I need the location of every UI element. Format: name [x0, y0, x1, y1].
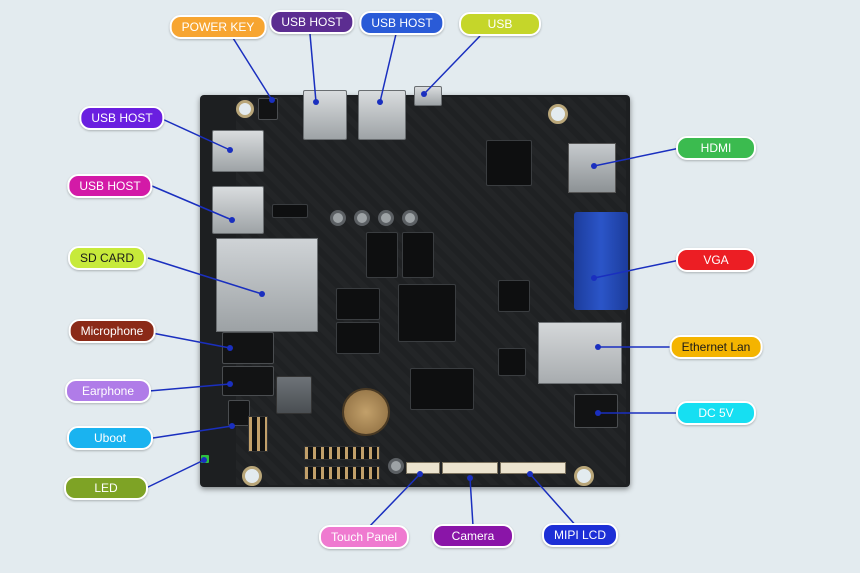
label-camera: Camera — [432, 524, 514, 548]
ethernet-phy-chip — [498, 280, 530, 312]
tactile-button-4 — [402, 210, 418, 226]
label-vga: VGA — [676, 248, 756, 272]
camera-connector — [442, 462, 498, 474]
label-led: LED — [64, 476, 148, 500]
hdmi-port — [568, 143, 616, 193]
usb-micro-port — [414, 86, 442, 106]
reset-button — [388, 458, 404, 474]
memory-chip-1 — [366, 232, 398, 278]
label-ethernet-lan: Ethernet Lan — [669, 335, 763, 359]
mounting-hole-tr — [548, 104, 568, 124]
microphone-jack — [222, 332, 274, 364]
memory-chip-4 — [402, 232, 434, 278]
status-led — [201, 455, 209, 463]
wifi-module — [276, 376, 312, 414]
soc-chip — [398, 284, 456, 342]
earphone-jack — [222, 366, 274, 396]
dc-5v-jack — [574, 394, 618, 428]
mounting-hole-br — [574, 466, 594, 486]
label-hdmi: HDMI — [676, 136, 756, 160]
label-usb-host-left-1: USB HOST — [79, 106, 165, 130]
gpio-header-bottom — [304, 466, 380, 480]
mounting-hole-bl — [242, 466, 262, 486]
usb-host-port-left-2 — [212, 186, 264, 234]
tactile-button-2 — [354, 210, 370, 226]
label-uboot: Uboot — [67, 426, 153, 450]
pmic-chip — [498, 348, 526, 376]
touch-panel-connector — [406, 462, 440, 474]
tactile-button-3 — [378, 210, 394, 226]
label-sd-card: SD CARD — [67, 246, 147, 270]
label-usb-host-top-right: USB HOST — [359, 11, 445, 35]
rtc-battery-holder — [342, 388, 390, 436]
gpio-header-top — [304, 446, 380, 460]
usb-host-port-top-right — [358, 90, 406, 140]
label-usb: USB — [459, 12, 541, 36]
sd-card-slot — [216, 238, 318, 332]
label-usb-host-left-2: USB HOST — [67, 174, 153, 198]
vga-port — [574, 212, 628, 310]
usb-hub-chip — [272, 204, 308, 218]
label-usb-host-top-left: USB HOST — [269, 10, 355, 34]
usb-host-port-top-left — [303, 90, 347, 140]
label-power-key: POWER KEY — [169, 15, 267, 39]
label-mipi-lcd: MIPI LCD — [541, 523, 619, 547]
memory-chip-3 — [336, 322, 380, 354]
label-earphone: Earphone — [65, 379, 151, 403]
power-key-switch — [258, 98, 278, 120]
label-microphone: Microphone — [68, 319, 156, 343]
memory-chip-2 — [336, 288, 380, 320]
leader-led — [145, 457, 207, 489]
label-dc-5v: DC 5V — [676, 401, 756, 425]
mounting-hole-tl — [236, 100, 254, 118]
ethernet-port — [538, 322, 622, 384]
label-touch-panel: Touch Panel — [318, 525, 410, 549]
mipi-lcd-connector — [500, 462, 566, 474]
leader-power-key — [232, 37, 275, 103]
uboot-button — [228, 400, 250, 426]
vga-converter-chip — [486, 140, 532, 186]
tactile-button-1 — [330, 210, 346, 226]
usb-host-port-left-1 — [212, 130, 264, 172]
debug-header — [248, 416, 268, 452]
emmc-chip — [410, 368, 474, 410]
